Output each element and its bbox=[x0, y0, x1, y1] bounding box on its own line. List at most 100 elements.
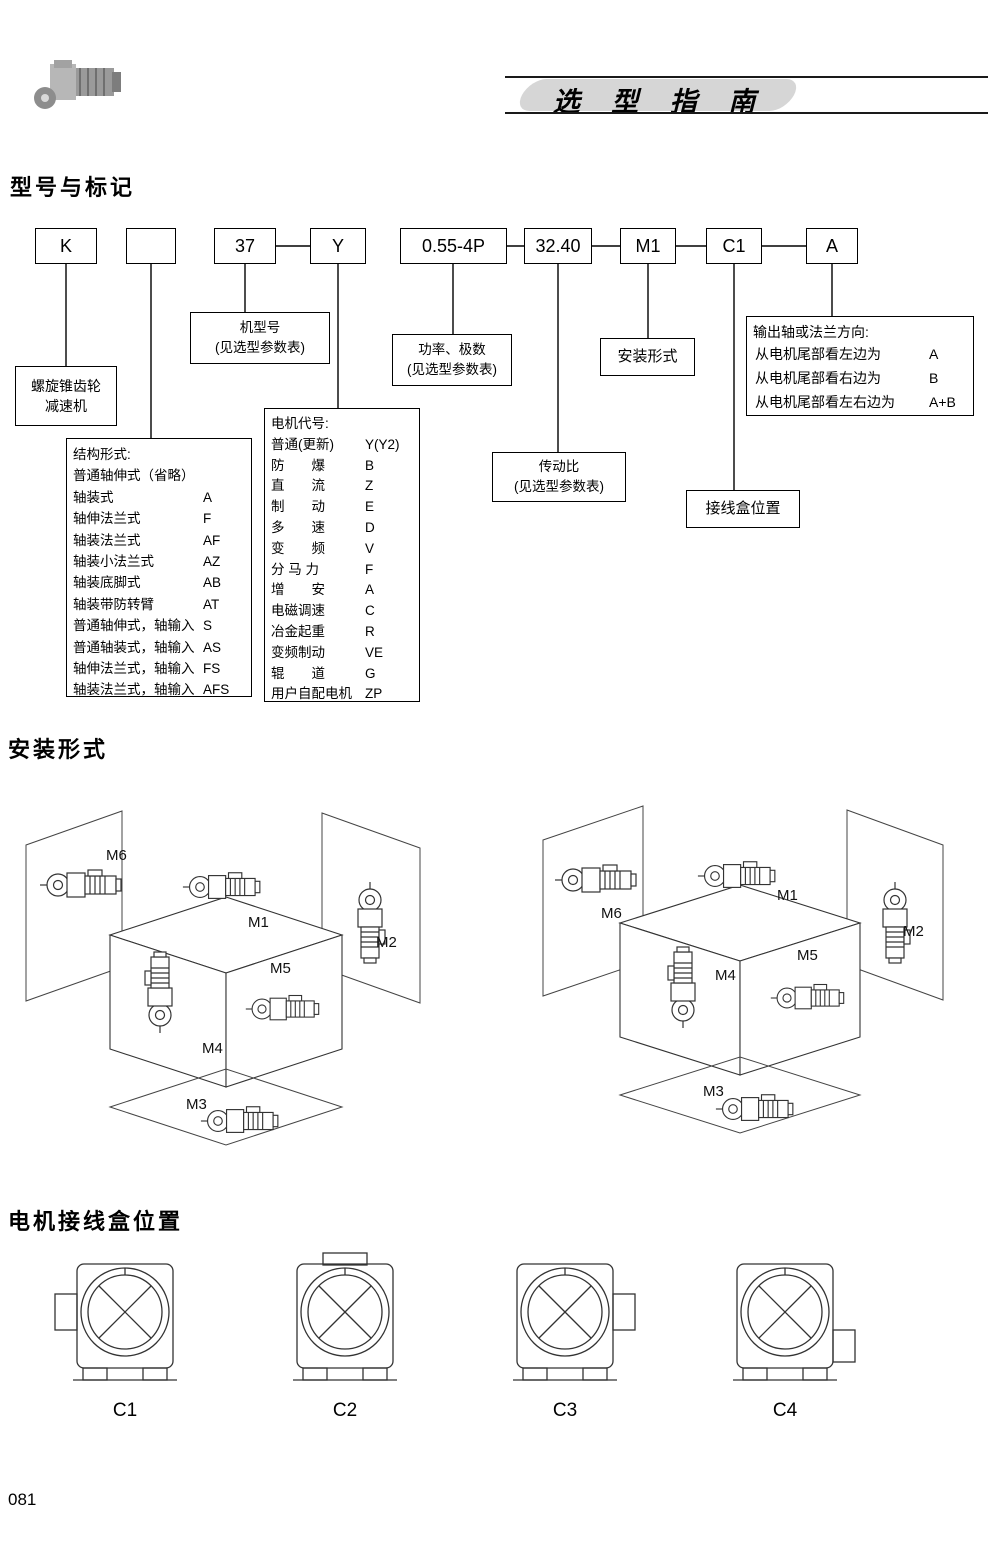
structure-item-code: F bbox=[203, 511, 212, 527]
code-box-direction: A bbox=[806, 228, 858, 264]
mounting-label-m4-left: M4 bbox=[202, 1040, 223, 1057]
structure-item-name: 轴伸法兰式 bbox=[73, 511, 141, 527]
output-direction-code: A bbox=[929, 346, 939, 363]
motor-code-name: 制 动 bbox=[271, 499, 325, 515]
section-title-mounting: 安装形式 bbox=[8, 737, 109, 762]
junction-drawing-c2 bbox=[292, 1252, 398, 1381]
motor-code-code: Z bbox=[365, 478, 374, 494]
structure-item-code: S bbox=[203, 618, 213, 634]
motor-code-name: 电磁调速 bbox=[271, 603, 325, 619]
structure-item-code: A bbox=[203, 489, 213, 505]
annotation-reducer-type: 螺旋锥齿轮 减速机 bbox=[15, 366, 117, 426]
mounting-diagram-left: M6 M1 M2 M5 M4 M3 bbox=[25, 810, 421, 1146]
code-box-motor: Y bbox=[310, 228, 366, 264]
output-direction-item: 从电机尾部看右边为 B bbox=[747, 366, 973, 390]
motor-code-code: B bbox=[365, 457, 375, 473]
output-direction-code: A+B bbox=[929, 394, 956, 411]
motor-code-code: G bbox=[365, 665, 376, 681]
mounting-label-m2-right: M2 bbox=[903, 923, 924, 940]
code-box-series: K bbox=[35, 228, 97, 264]
header-rule-bottom bbox=[505, 112, 988, 114]
annotation-power-line2: (见选型参数表) bbox=[407, 362, 497, 377]
structure-item-code: AS bbox=[203, 639, 222, 655]
motor-code-name: 用户自配电机 bbox=[271, 686, 352, 702]
motor-code-code: VE bbox=[365, 644, 384, 660]
structure-item-code: AFS bbox=[203, 682, 230, 698]
section-title-junction: 电机接线盒位置 bbox=[8, 1209, 184, 1234]
mounting-label-m4-right: M4 bbox=[715, 967, 736, 984]
motor-code-code: ZP bbox=[365, 686, 383, 702]
annotation-ratio-line2: (见选型参数表) bbox=[514, 479, 604, 494]
motor-code-name: 辊 道 bbox=[271, 665, 325, 681]
motor-code-title: 电机代号: bbox=[271, 416, 329, 431]
structure-item-name: 普通轴伸式（省略） bbox=[73, 468, 195, 484]
mounting-label-m3-right: M3 bbox=[703, 1083, 724, 1100]
structure-item: 轴伸法兰式 F bbox=[67, 508, 251, 529]
mounting-label-m6-left: M6 bbox=[106, 847, 127, 864]
junction-drawing-c1 bbox=[54, 1263, 178, 1381]
motor-code-name: 直 流 bbox=[271, 478, 325, 494]
structure-item-code: FS bbox=[203, 661, 221, 677]
code-box-size: 37 bbox=[214, 228, 276, 264]
mounting-label-m1-right: M1 bbox=[777, 887, 798, 904]
output-direction-text: 从电机尾部看左边为 bbox=[755, 346, 881, 363]
structure-item-name: 轴装法兰式 bbox=[73, 532, 141, 548]
annotation-ratio: 传动比 (见选型参数表) bbox=[492, 452, 626, 502]
header-rule-top bbox=[505, 76, 988, 78]
code-box-power: 0.55-4P bbox=[400, 228, 507, 264]
section-title-model: 型号与标记 bbox=[10, 175, 136, 200]
motor-code-name: 防 爆 bbox=[271, 457, 325, 473]
annotation-mounting-label: 安装形式 bbox=[617, 348, 678, 366]
motor-code-code: V bbox=[365, 540, 375, 556]
motor-code-item: 普通(更新)Y(Y2) bbox=[265, 435, 419, 456]
structure-item-name: 轴装小法兰式 bbox=[73, 554, 154, 570]
structure-item-code: AB bbox=[203, 575, 222, 591]
code-box-junction: C1 bbox=[706, 228, 762, 264]
motor-code-code: C bbox=[365, 603, 375, 619]
structure-item-code bbox=[203, 465, 243, 486]
output-direction-text: 从电机尾部看左右边为 bbox=[755, 394, 895, 411]
mounting-label-m5-right: M5 bbox=[797, 947, 818, 964]
annotation-output-direction: 输出轴或法兰方向: 从电机尾部看左边为 A 从电机尾部看右边为 B 从电机尾部看… bbox=[746, 316, 974, 416]
motor-m6-left bbox=[39, 869, 122, 898]
mounting-label-m2-left: M2 bbox=[376, 934, 397, 951]
code-box-mounting: M1 bbox=[620, 228, 676, 264]
motor-code-name: 普通(更新) bbox=[271, 436, 334, 452]
motor-code-code: E bbox=[365, 499, 375, 515]
junction-label-c2: C2 bbox=[332, 1400, 358, 1421]
annotation-ratio-line1: 传动比 bbox=[538, 459, 580, 475]
structure-item-name: 轴装式 bbox=[73, 489, 114, 505]
output-direction-item: 从电机尾部看左边为 A bbox=[747, 342, 973, 366]
annotation-power-line1: 功率、极数 bbox=[418, 342, 486, 358]
structure-item-code: AZ bbox=[203, 554, 221, 570]
junction-label-c3: C3 bbox=[552, 1400, 578, 1421]
annotation-power-poles: 功率、极数 (见选型参数表) bbox=[392, 334, 512, 386]
output-direction-item: 从电机尾部看左右边为 A+B bbox=[747, 390, 973, 414]
junction-drawing-c3 bbox=[512, 1263, 636, 1381]
annotation-reducer-line2: 减速机 bbox=[45, 398, 87, 414]
annotation-model-number: 机型号 (见选型参数表) bbox=[190, 312, 330, 364]
structure-item-code: AF bbox=[203, 532, 221, 548]
mounting-label-m6-right: M6 bbox=[601, 905, 622, 922]
structure-item-name: 轴装底脚式 bbox=[73, 575, 141, 591]
mounting-label-m5-left: M5 bbox=[270, 960, 291, 977]
motor-m6-right bbox=[554, 864, 637, 893]
motor-code-name: 增 安 bbox=[271, 582, 325, 598]
motor-code-name: 多 速 bbox=[271, 519, 325, 535]
structure-item: 轴装式 A bbox=[67, 487, 251, 508]
annotation-model-number-line2: (见选型参数表) bbox=[215, 340, 305, 355]
